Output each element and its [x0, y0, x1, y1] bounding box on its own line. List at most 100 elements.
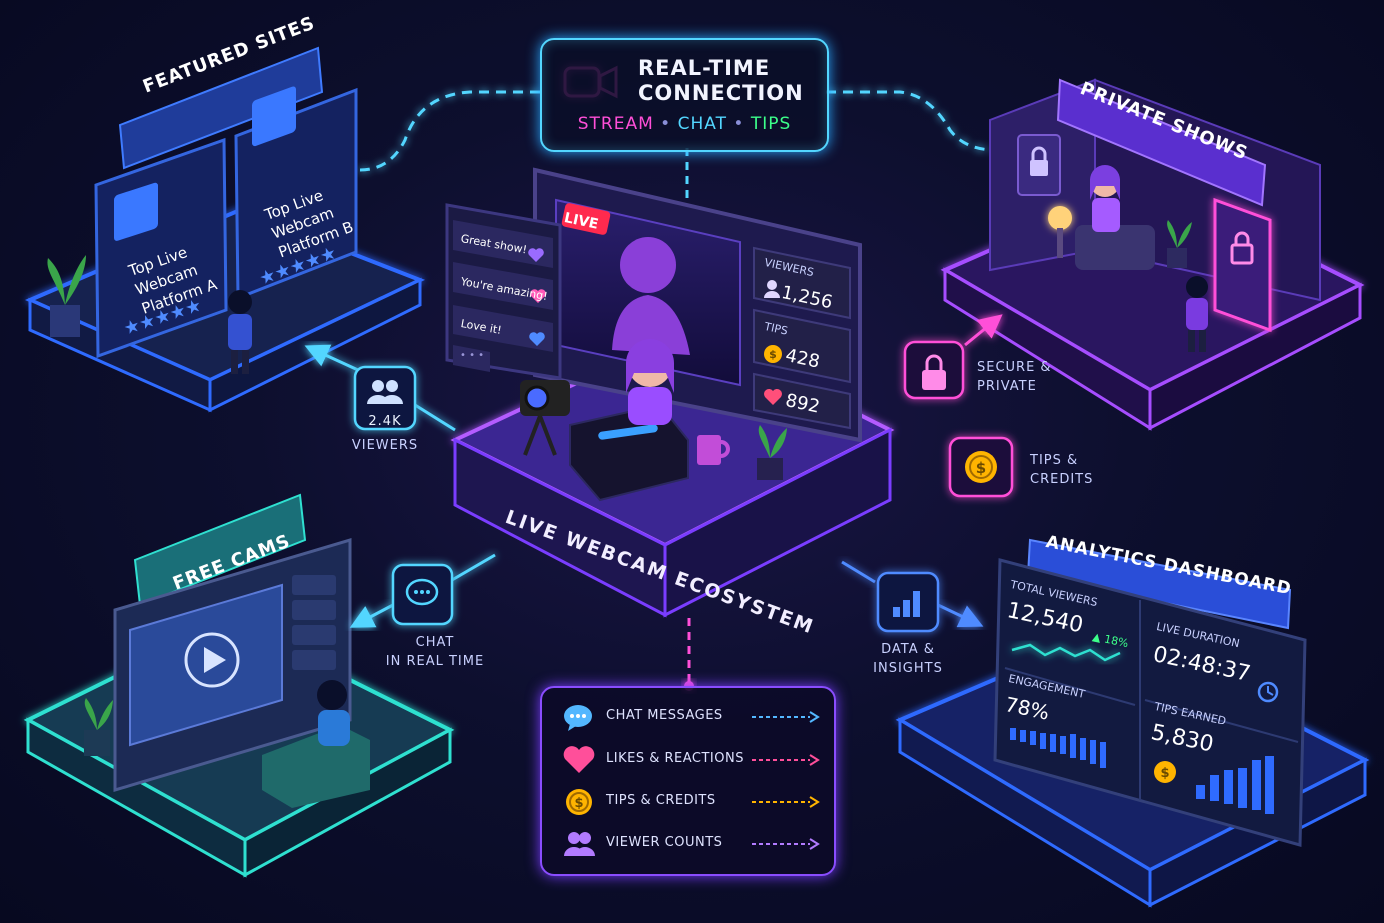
link-realtime-featured	[359, 90, 540, 172]
streamer-seated-icon	[1075, 165, 1155, 270]
mug-icon	[697, 435, 730, 465]
legend-likes-arrow	[752, 754, 820, 766]
legend-row-tips: $ TIPS & CREDITS	[556, 787, 826, 817]
secure-line2: PRIVATE	[977, 379, 1037, 394]
viewers-label: VIEWERS	[351, 438, 419, 453]
legend-row-likes: LIKES & REACTIONS	[556, 745, 826, 775]
central-stream-platform: $	[445, 167, 895, 618]
coin-icon: $	[764, 345, 782, 363]
legend-viewers-arrow	[752, 838, 820, 850]
engagement-bars	[1010, 728, 1106, 768]
viewers-trend-line	[1011, 643, 1121, 662]
secure-node	[862, 314, 1003, 400]
coin-icon: $	[566, 789, 592, 815]
avatar-a-icon	[114, 182, 158, 241]
chat-message-2	[453, 262, 553, 310]
featured-sites-platform: ★★★★★ ★★★★★	[25, 46, 426, 413]
tips-tile	[753, 308, 851, 384]
play-button-icon[interactable]	[184, 632, 240, 688]
chat-message-3	[453, 305, 553, 352]
streamer-figure-icon	[626, 339, 674, 425]
realtime-connection-box: REAL-TIME CONNECTION STREAM • CHAT • TIP…	[540, 38, 829, 152]
analytics-banner	[1026, 538, 1292, 630]
realtime-title-line2: CONNECTION	[638, 81, 804, 105]
clock-icon	[1257, 681, 1279, 703]
secure-line1: SECURE &	[977, 360, 1052, 375]
streamer-silhouette-icon	[612, 237, 690, 355]
heart-icon	[530, 289, 546, 303]
users-icon	[564, 832, 595, 856]
sub-stream: STREAM	[577, 114, 654, 134]
heart-icon	[563, 746, 595, 773]
user-list-icons	[292, 575, 336, 670]
analytics-platform: $	[895, 538, 1370, 908]
realtime-title: REAL-TIME CONNECTION	[638, 56, 804, 106]
plant-icon	[47, 255, 86, 337]
tips-line2: CREDITS	[1030, 472, 1094, 487]
flow-legend: CHAT MESSAGES LIKES & REACTIONS $ TIPS &…	[540, 686, 836, 876]
secure-label: SECURE & PRIVATE	[977, 358, 1052, 396]
viewers-tile	[753, 246, 851, 320]
chat-message-1	[453, 220, 553, 268]
viewers-icon	[764, 280, 780, 298]
coin-icon: $	[965, 451, 997, 483]
private-shows-banner	[1056, 78, 1267, 207]
link-realtime-private	[826, 90, 996, 152]
featured-sites-banner	[118, 46, 324, 170]
svg-text:$: $	[574, 796, 583, 811]
lock-icon-wall	[1030, 146, 1048, 176]
webcam-icon	[520, 380, 570, 456]
chat-line1: CHAT	[415, 635, 455, 650]
users-icon	[367, 380, 403, 404]
bar-chart-icon	[893, 591, 920, 617]
data-line2: INSIGHTS	[873, 661, 943, 676]
sub-chat: CHAT	[677, 114, 727, 134]
plant-icon	[84, 698, 113, 756]
coin-icon: $	[1154, 761, 1176, 783]
sub-tips: TIPS	[750, 114, 792, 134]
free-cams-platform	[23, 493, 455, 878]
lamp-icon	[1048, 206, 1072, 258]
chat-realtime-label: CHAT IN REAL TIME	[375, 633, 495, 671]
sub-sep: •	[660, 114, 672, 134]
data-insights-label: DATA & INSIGHTS	[860, 640, 956, 678]
realtime-subtitle: STREAM • CHAT • TIPS	[542, 114, 827, 134]
data-line1: DATA &	[881, 642, 935, 657]
tips-node: $	[890, 436, 1014, 498]
chat-line2: IN REAL TIME	[385, 654, 485, 669]
visitor-person-icon	[1186, 276, 1208, 352]
chat-bubble-icon	[564, 705, 592, 731]
plant-icon	[757, 425, 787, 480]
chat-node	[349, 553, 496, 628]
heart-icon	[528, 248, 544, 262]
legend-tips-label: TIPS & CREDITS	[606, 793, 716, 808]
legend-viewers-label: VIEWER COUNTS	[606, 835, 723, 850]
private-shows-platform	[940, 78, 1365, 431]
sub-sep: •	[733, 114, 745, 134]
chat-typing-text: • • •	[460, 350, 485, 361]
svg-text:$: $	[769, 348, 777, 361]
svg-text:$: $	[1160, 766, 1169, 781]
legend-row-viewers: VIEWER COUNTS	[556, 829, 826, 859]
free-cams-banner	[133, 493, 307, 607]
legend-row-chat: CHAT MESSAGES	[556, 702, 826, 732]
viewer-seated-icon	[262, 680, 370, 808]
likes-tile	[753, 372, 851, 430]
viewers-node	[304, 344, 456, 432]
lock-icon	[922, 354, 946, 390]
chat-typing	[453, 345, 490, 372]
viewer-person-icon	[228, 290, 252, 374]
avatar-b-icon	[252, 86, 296, 147]
legend-chat-label: CHAT MESSAGES	[606, 708, 723, 723]
lock-icon-door	[1230, 231, 1254, 265]
tips-credits-label: TIPS & CREDITS	[1030, 451, 1093, 489]
svg-text:$: $	[976, 459, 986, 477]
private-door[interactable]	[1213, 197, 1272, 333]
live-badge	[561, 203, 611, 235]
realtime-title-line1: REAL-TIME	[638, 56, 771, 80]
viewers-count: 2.4K	[368, 414, 402, 429]
legend-likes-label: LIKES & REACTIONS	[606, 751, 744, 766]
data-node	[841, 560, 984, 633]
